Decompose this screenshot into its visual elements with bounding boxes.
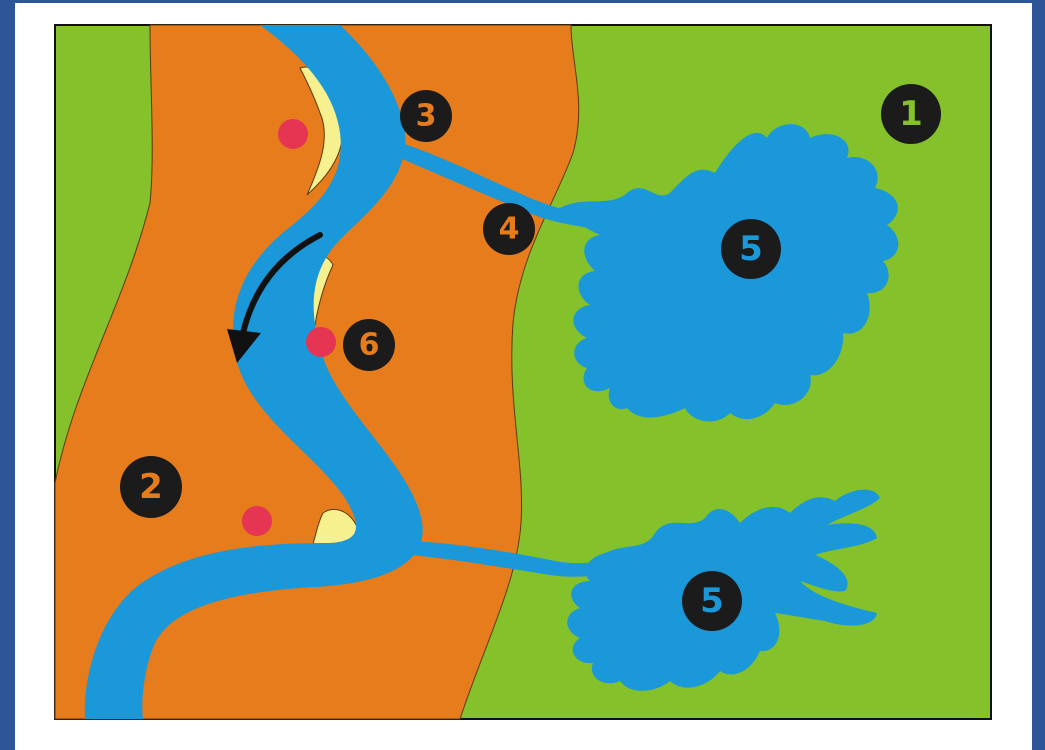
diagram-frame: 1 2 3 4 5 5 6 [15,3,1032,750]
label-5-lower-text: 5 [700,581,724,621]
label-6-badge: 6 [343,319,395,371]
label-2-text: 2 [139,467,163,507]
red-dot-icon [278,119,308,149]
label-5-upper-text: 5 [739,229,763,269]
label-6-text: 6 [359,328,380,363]
label-5-lower-badge: 5 [682,571,742,631]
label-1-badge: 1 [881,84,941,144]
red-dot-icon [242,506,272,536]
red-dot-icon [306,327,336,357]
label-3-badge: 3 [400,90,452,142]
label-3-text: 3 [416,99,437,134]
label-5-upper-badge: 5 [721,219,781,279]
label-2-badge: 2 [120,456,182,518]
river-floodplain-diagram: 1 2 3 4 5 5 6 [15,3,1032,750]
label-1-text: 1 [899,94,923,134]
label-4-badge: 4 [483,203,535,255]
label-4-text: 4 [499,212,520,247]
